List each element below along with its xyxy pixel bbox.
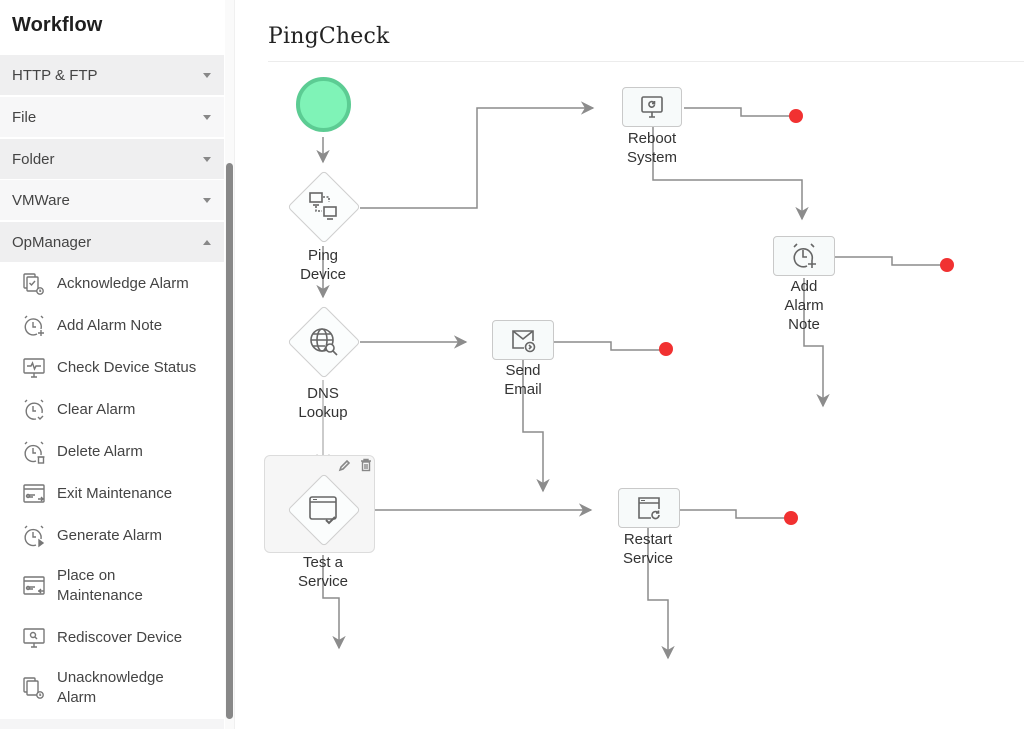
sidebar-item-label: Rediscover Device: [57, 629, 183, 646]
sidebar-item-label: Generate Alarm: [57, 527, 163, 544]
send-email-node[interactable]: [492, 320, 554, 360]
end-node[interactable]: [940, 258, 954, 272]
dns-lookup-label: DNS Lookup: [298, 385, 348, 421]
reboot-system-label: Reboot System: [626, 130, 677, 166]
sidebar-item-label: Unacknowledge Alarm: [57, 669, 164, 706]
connector-email-to-end: [554, 341, 660, 351]
workflow-sidebar: Workflow HTTP & FTP File Folder VMWare O…: [0, 0, 235, 729]
sidebar-item-rediscover-device[interactable]: Rediscover Device: [22, 626, 222, 650]
chevron-down-icon: [203, 156, 211, 162]
reboot-system-icon: [641, 96, 663, 118]
sidebar-scrollbar-thumb[interactable]: [226, 163, 233, 719]
clear-alarm-icon: [24, 399, 44, 420]
connector-email-down: [522, 360, 550, 493]
sidebar-item-check-device-status[interactable]: Check Device Status: [22, 356, 222, 380]
end-node[interactable]: [789, 109, 803, 123]
category-vmware[interactable]: VMWare: [0, 180, 224, 220]
sidebar-item-label: Exit Maintenance: [57, 485, 173, 502]
category-opmanager[interactable]: OpManager: [0, 222, 224, 262]
sidebar-title: Workflow: [12, 14, 103, 36]
workflow-title: PingCheck: [268, 24, 390, 49]
rediscover-device-icon: [23, 628, 45, 648]
connector-note-down: [803, 278, 830, 408]
check-device-status-icon: [23, 358, 45, 378]
exit-maintenance-icon: [23, 484, 45, 503]
add-alarm-note-node[interactable]: [773, 236, 835, 276]
unacknowledge-alarm-icon: [23, 677, 44, 699]
sidebar-item-label: Acknowledge Alarm: [57, 275, 189, 292]
category-label: HTTP & FTP: [12, 66, 98, 84]
start-node[interactable]: [296, 77, 351, 132]
connector-reboot-to-note: [652, 127, 809, 221]
sidebar-item-acknowledge-alarm[interactable]: Acknowledge Alarm: [22, 272, 222, 296]
chevron-up-icon: [203, 239, 211, 245]
category-folder[interactable]: Folder: [0, 139, 224, 179]
category-label: Folder: [12, 150, 55, 168]
edit-icon[interactable]: [338, 458, 352, 472]
restart-service-node[interactable]: [618, 488, 680, 528]
sidebar-item-label: Clear Alarm: [57, 401, 136, 418]
restart-service-icon: [638, 497, 660, 520]
sidebar-item-delete-alarm[interactable]: Delete Alarm: [22, 440, 222, 464]
sidebar-item-generate-alarm[interactable]: Generate Alarm: [22, 524, 222, 548]
send-email-icon: [512, 330, 536, 353]
category-file[interactable]: File: [0, 97, 224, 137]
sidebar-item-label: Delete Alarm: [57, 443, 143, 460]
test-service-icon: [309, 496, 337, 525]
category-label: File: [12, 108, 37, 126]
acknowledge-alarm-icon: [23, 273, 44, 295]
sidebar-item-clear-alarm[interactable]: Clear Alarm: [22, 398, 222, 422]
title-divider: [268, 61, 1024, 62]
add-alarm-note-label: Add Alarm Note: [784, 278, 824, 333]
test-service-label: Test a Service: [297, 554, 349, 590]
dns-lookup-icon: [310, 328, 338, 356]
connector-test-down: [322, 555, 346, 650]
ping-device-icon: [309, 192, 337, 220]
sidebar-item-label: Check Device Status: [57, 359, 197, 376]
sidebar-item-exit-maintenance[interactable]: Exit Maintenance: [22, 482, 222, 506]
reboot-system-node[interactable]: [622, 87, 682, 127]
connector-restart-down: [647, 528, 675, 660]
sidebar-item-unacknowledge-alarm[interactable]: Unacknowledge Alarm: [22, 668, 222, 708]
category-label: VMWare: [12, 191, 70, 209]
connector-restart-to-end: [679, 509, 785, 519]
connector-note-to-end: [835, 256, 941, 266]
sidebar-item-label: Add Alarm Note: [57, 317, 163, 334]
ping-device-label: Ping Device: [300, 247, 346, 283]
sidebar-item-add-alarm-note[interactable]: Add Alarm Note: [22, 314, 222, 338]
end-node[interactable]: [784, 511, 798, 525]
sidebar-footer: [0, 719, 224, 729]
category-label: OpManager: [12, 233, 92, 251]
sidebar-item-place-on-maintenance[interactable]: Place on Maintenance: [22, 566, 222, 606]
add-alarm-note-icon: [793, 243, 816, 268]
send-email-label: Send Email: [504, 362, 542, 398]
chevron-down-icon: [203, 197, 211, 203]
generate-alarm-icon: [24, 525, 45, 548]
trash-icon[interactable]: [359, 458, 373, 472]
category-http-ftp[interactable]: HTTP & FTP: [0, 55, 224, 95]
delete-alarm-icon: [24, 441, 45, 464]
restart-service-label: Restart Service: [622, 531, 674, 567]
connector-reboot-to-end: [684, 107, 790, 117]
connector-ping-to-reboot: [360, 101, 595, 209]
end-node[interactable]: [659, 342, 673, 356]
add-alarm-note-icon: [24, 315, 44, 336]
chevron-down-icon: [203, 72, 211, 78]
place-on-maintenance-icon: [23, 576, 45, 595]
sidebar-item-label: Place on Maintenance: [57, 567, 143, 604]
chevron-down-icon: [203, 114, 211, 120]
